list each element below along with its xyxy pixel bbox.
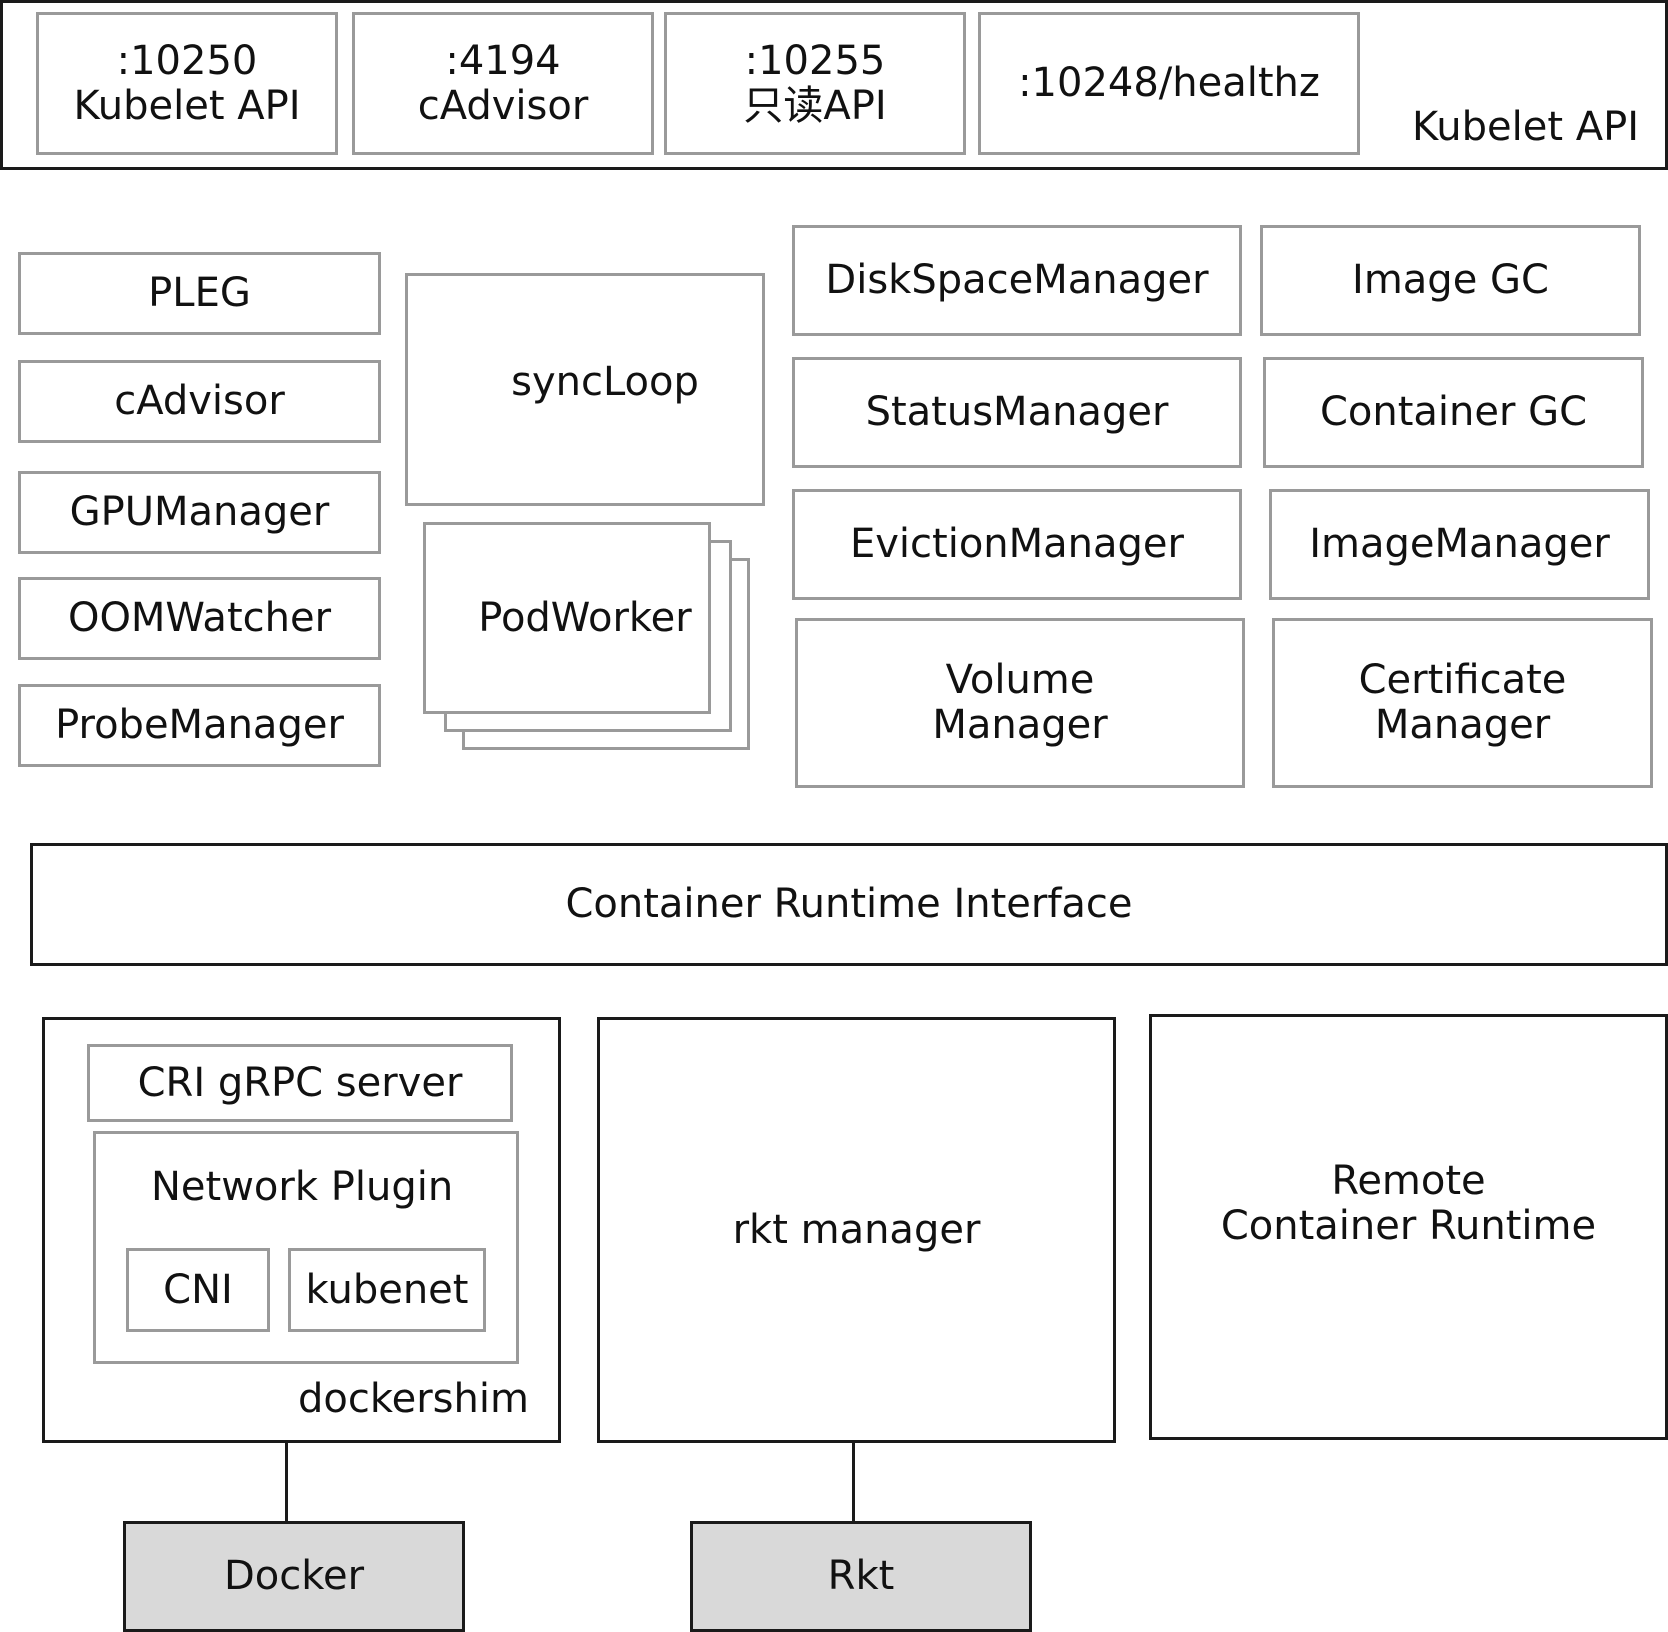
port-10250-box: :10250 Kubelet API [36,12,338,155]
remote-runtime-label-line1: Remote [1331,1158,1486,1204]
gpu-manager-label: GPUManager [69,489,330,536]
status-manager-box: StatusManager [792,357,1242,468]
pleg-box: PLEG [18,252,381,335]
rkt-connector-line [852,1443,855,1521]
rkt-label: Rkt [827,1553,895,1600]
docker-box: Docker [123,1521,465,1632]
rkt-box: Rkt [690,1521,1032,1632]
volume-manager-label-line1: Volume [945,657,1095,704]
remote-runtime-box: Remote Container Runtime [1149,1014,1668,1440]
container-gc-label: Container GC [1319,389,1588,436]
rkt-manager-label: rkt manager [732,1206,981,1253]
image-manager-box: ImageManager [1269,489,1650,600]
status-manager-label: StatusManager [865,389,1169,436]
probe-manager-box: ProbeManager [18,684,381,767]
oom-watcher-box: OOMWatcher [18,577,381,660]
gpu-manager-box: GPUManager [18,471,381,554]
image-gc-box: Image GC [1260,225,1641,336]
port-4194-box: :4194 cAdvisor [352,12,654,155]
pod-worker-label: PodWorker [478,594,692,641]
port-10255-number: :10255 [744,37,886,84]
port-10250-number: :10250 [116,37,258,84]
rkt-manager-box: rkt manager [597,1017,1116,1443]
sync-loop-label: syncLoop [511,359,699,405]
cri-bar: Container Runtime Interface [30,843,1668,966]
certificate-manager-label-line2: Manager [1374,702,1551,748]
cni-label: CNI [163,1266,233,1313]
kubenet-label: kubenet [305,1266,469,1313]
volume-manager-label-line2: Manager [932,702,1108,748]
volume-manager-box: Volume Manager [795,618,1245,788]
dockershim-label: dockershim [298,1376,529,1422]
port-4194-name: cAdvisor [417,82,589,129]
cadvisor-box: cAdvisor [18,360,381,443]
port-10248-box: :10248/healthz [978,12,1360,155]
docker-label: Docker [223,1553,365,1600]
certificate-manager-box: Certificate Manager [1272,618,1653,788]
port-10255-box: :10255 只读API [664,12,966,155]
image-manager-label: ImageManager [1309,521,1610,568]
docker-connector-line [285,1443,288,1521]
cri-grpc-server-label: CRI gRPC server [137,1059,463,1106]
port-10248-number: :10248/healthz [1018,60,1320,107]
cadvisor-label: cAdvisor [114,378,285,425]
eviction-manager-box: EvictionManager [792,489,1242,600]
eviction-manager-label: EvictionManager [849,521,1184,568]
network-plugin-label: Network Plugin [151,1164,454,1210]
image-gc-label: Image GC [1352,257,1549,304]
oom-watcher-label: OOMWatcher [67,595,332,642]
pleg-label: PLEG [148,270,251,317]
port-4194-number: :4194 [445,37,561,84]
cni-box: CNI [126,1248,270,1332]
kubenet-box: kubenet [288,1248,486,1332]
port-10255-name: 只读API [743,82,887,129]
cri-label: Container Runtime Interface [565,881,1133,928]
remote-runtime-label-line2: Container Runtime [1220,1202,1597,1249]
container-gc-box: Container GC [1263,357,1644,468]
disk-space-manager-label: DiskSpaceManager [825,257,1209,304]
probe-manager-label: ProbeManager [55,702,344,749]
port-10250-name: Kubelet API [73,82,301,129]
certificate-manager-label-line1: Certificate [1358,657,1567,704]
sync-loop-box: syncLoop [405,273,765,506]
kubelet-api-label: Kubelet API [1412,104,1639,150]
cri-grpc-server-box: CRI gRPC server [87,1044,513,1122]
disk-space-manager-box: DiskSpaceManager [792,225,1242,336]
pod-worker-box: PodWorker [423,522,711,714]
